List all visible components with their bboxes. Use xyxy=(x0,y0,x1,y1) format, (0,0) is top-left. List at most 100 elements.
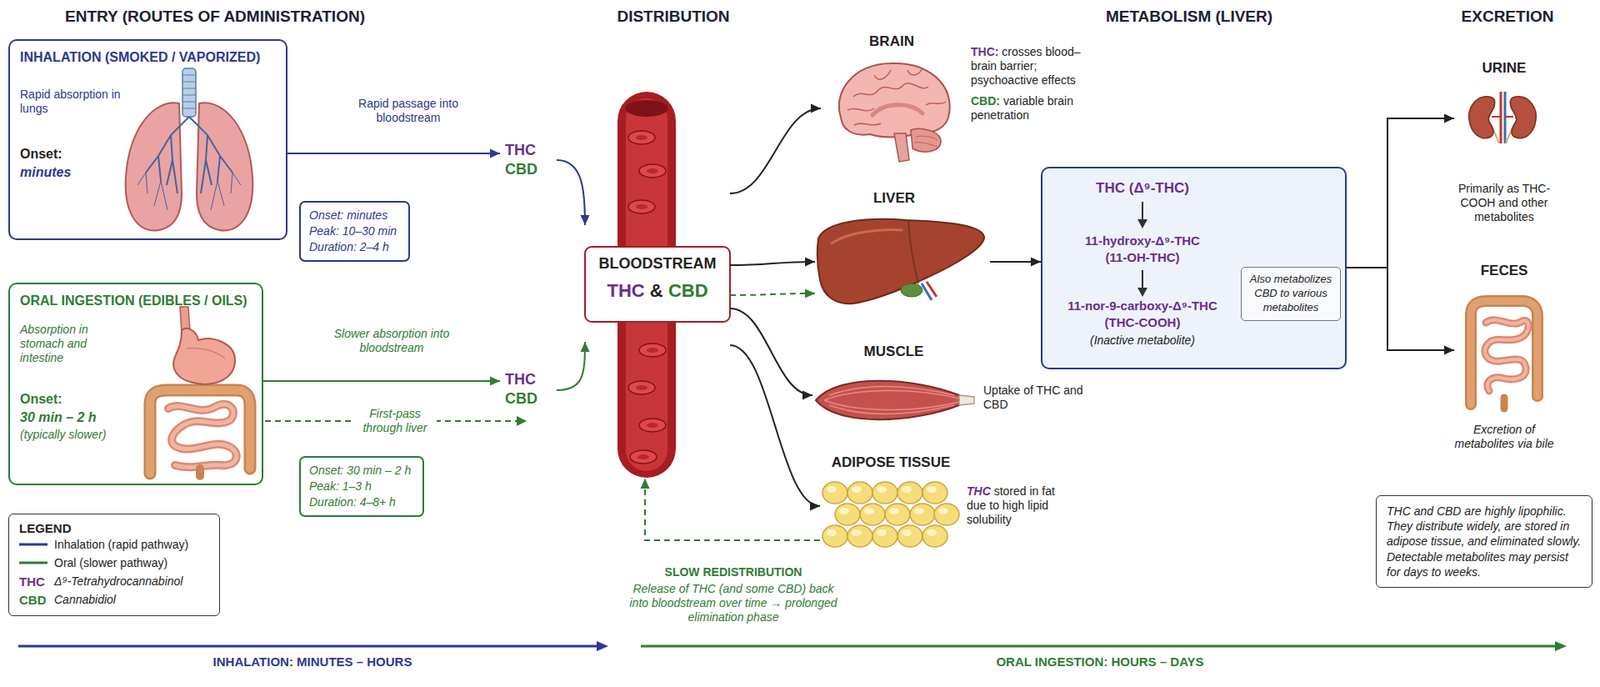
brain-illustration-part xyxy=(914,135,938,147)
digestive-illustration-part xyxy=(150,390,250,474)
node-text: THC and CBD are highly lipophilic. They … xyxy=(1386,503,1582,580)
adipose-illustration-part-part xyxy=(926,485,937,493)
node-text: THC xyxy=(606,280,645,301)
node-text: & xyxy=(650,280,664,301)
metabolism-arrowhead xyxy=(1137,287,1148,297)
substance-tag: THC xyxy=(505,141,552,160)
node-text: (typically slower) xyxy=(20,427,106,441)
node-text: 11-nor-9-carboxy-Δ⁹-THC xyxy=(1067,298,1218,313)
node-text: MUSCLE xyxy=(864,343,925,360)
muscle-illustration-part xyxy=(824,386,960,415)
text-block: THCstored in fat due to high lipid solub… xyxy=(966,484,1074,527)
legend-sample xyxy=(19,540,55,549)
adipose-illustration-part xyxy=(922,525,948,547)
connector-line xyxy=(730,293,815,295)
connector-line xyxy=(556,341,585,390)
text-block: Onset: xyxy=(20,145,122,163)
adipose-illustration-part-part xyxy=(851,529,862,536)
node-text: ORAL INGESTION (EDIBLES / OILS) xyxy=(20,293,248,308)
adipose-illustration-part xyxy=(922,481,948,504)
connector-line xyxy=(730,261,815,265)
substance-tag: CBD xyxy=(505,160,552,180)
node-text: CBD: xyxy=(970,94,1000,108)
text-block: Rapid absorption in lungs xyxy=(20,87,122,116)
blood-vessel-part xyxy=(646,168,659,174)
kidney-illustration-part xyxy=(1510,96,1536,139)
blood-vessel-part xyxy=(635,385,648,390)
node-text: THC (Δ⁹-THC) xyxy=(1095,180,1190,196)
arrowhead xyxy=(490,149,500,159)
liver-illustration-part xyxy=(831,230,902,244)
text-block: LIVER xyxy=(815,190,974,208)
text-block: BRAIN xyxy=(820,33,963,51)
organ-node: FECESExcretion of metabolites via bile xyxy=(1454,262,1555,471)
kidney-illustration-part xyxy=(1491,115,1514,118)
text-block: 11-nor-9-carboxy-Δ⁹-THC xyxy=(1050,298,1235,314)
lungs-illustration-part xyxy=(182,75,196,109)
arrow-label: First-pass through liver xyxy=(353,406,437,435)
node-text: CBD xyxy=(668,280,709,301)
node-text: Excretion of metabolites via bile xyxy=(1454,422,1554,450)
adipose-illustration-part-part xyxy=(839,507,850,515)
timeline-label: ORAL INGESTION: HOURS – DAYS xyxy=(933,654,1267,670)
adipose-illustration-part-part xyxy=(901,529,912,536)
edge-label: Slower absorption into bloodstream xyxy=(308,326,475,355)
adipose-illustration-part xyxy=(897,481,923,504)
liver-illustration xyxy=(817,219,985,304)
intestine-illustration-part xyxy=(1470,300,1538,405)
intestine-illustration-part xyxy=(1485,320,1529,391)
node-text: Duration: 4–8+ h xyxy=(309,494,415,510)
legend-sample: CBD xyxy=(19,592,55,607)
timing-box: Onset: minutesPeak: 10–30 minDuration: 2… xyxy=(299,200,410,262)
blood-vessel-part xyxy=(635,204,648,210)
node-text: Onset: xyxy=(20,391,63,406)
blood-vessel-part xyxy=(646,347,659,353)
arrowhead xyxy=(810,501,820,511)
adipose-illustration-part-part xyxy=(926,529,937,536)
timeline-arrow-part xyxy=(18,645,599,648)
metabolism-arrow xyxy=(1141,201,1144,222)
adipose-illustration-part xyxy=(826,485,949,536)
timeline-arrow-part xyxy=(596,640,609,651)
node-text: Onset: minutes xyxy=(309,207,400,224)
timeline-label: INHALATION: MINUTES – HOURS xyxy=(145,654,480,670)
connector-line xyxy=(645,478,820,540)
text-block: Uptake of THC and CBD xyxy=(983,383,1084,412)
brain-illustration-part xyxy=(847,108,875,111)
intestine-illustration-part xyxy=(1500,397,1509,409)
legend-sample xyxy=(19,558,55,567)
note-text: Release of THC (and some CBD) back into … xyxy=(629,581,838,625)
liver-illustration-part xyxy=(900,283,923,297)
liver-illustration-part xyxy=(817,219,985,304)
blood-vessel-part xyxy=(639,343,666,357)
blood-vessel xyxy=(585,91,730,478)
blood-vessel-part xyxy=(628,130,655,145)
adipose-illustration-part-part xyxy=(851,485,862,493)
legend-line-stroke xyxy=(19,543,48,546)
text-block: BLOODSTREAM xyxy=(585,255,730,274)
node-text: Onset: 30 min – 2 h xyxy=(309,462,415,479)
timeline-arrow-part xyxy=(640,645,1557,648)
node-text: Peak: 10–30 min xyxy=(309,223,400,240)
liver-illustration-part xyxy=(926,281,937,297)
text-block: THC (Δ⁹-THC) xyxy=(1050,180,1235,198)
brain-illustration-part xyxy=(894,133,910,162)
digestive-illustration-part xyxy=(168,404,237,467)
adipose-illustration-part-part xyxy=(876,485,887,493)
node-text: LEGEND xyxy=(19,520,210,535)
connector xyxy=(730,257,815,267)
section-heading: METABOLISM (LIVER) xyxy=(1047,6,1331,26)
arrowhead xyxy=(805,257,815,267)
lungs-illustration-part xyxy=(182,68,196,117)
metabolism-arrowhead xyxy=(1137,219,1148,229)
kidney-illustration-part xyxy=(1490,125,1515,144)
arrowhead xyxy=(810,104,821,114)
text-block: MUSCLE xyxy=(812,343,975,361)
node-text: THC xyxy=(966,484,991,498)
brain-illustration-part xyxy=(872,105,923,115)
adipose-illustration-part xyxy=(822,481,848,504)
digestive-illustration-part xyxy=(168,404,237,467)
legend-sample-text: THC xyxy=(19,574,45,589)
kidney-illustration-part xyxy=(1469,96,1495,139)
digestive-illustration xyxy=(150,306,250,476)
